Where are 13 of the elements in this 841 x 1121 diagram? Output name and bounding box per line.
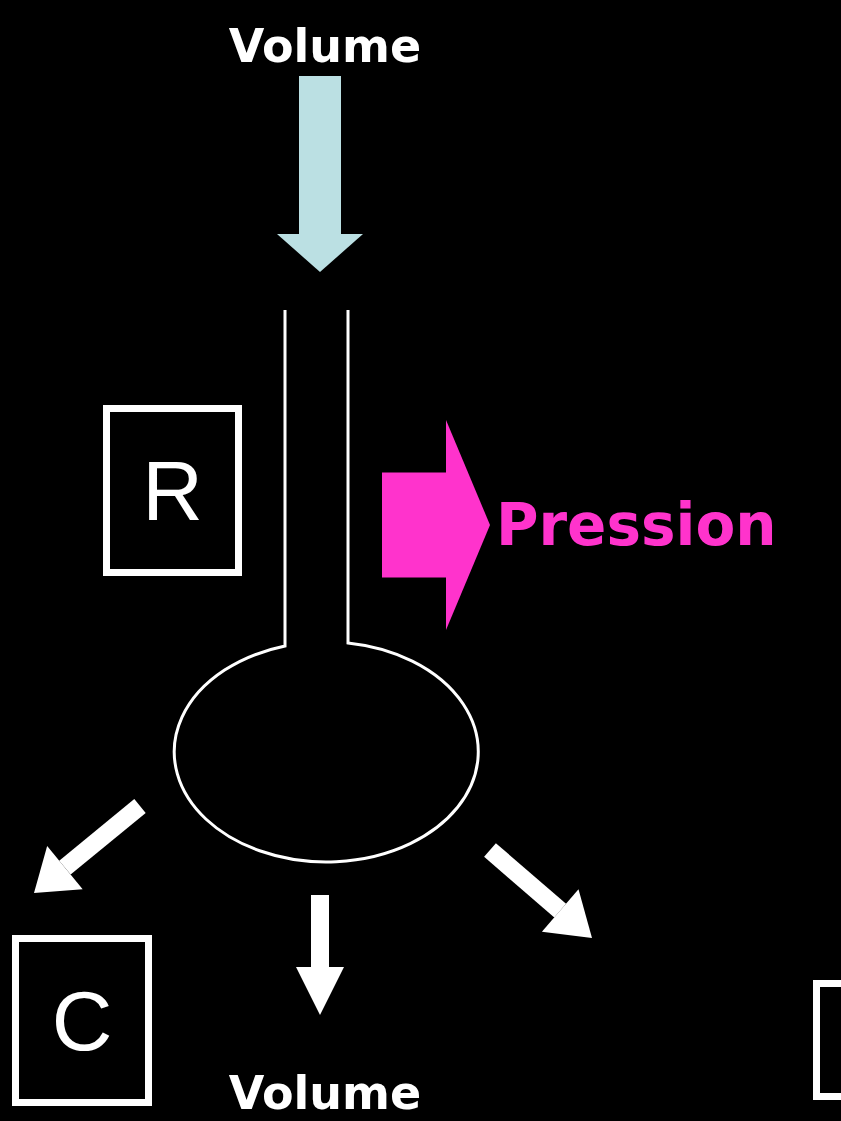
square-frame (12, 935, 152, 1106)
volume-label: Volume (228, 19, 422, 73)
arrow (34, 799, 146, 893)
arrow (484, 843, 592, 938)
arrow (296, 895, 344, 1015)
letter: R (142, 448, 203, 533)
letter: C (51, 978, 113, 1063)
arrow (382, 420, 490, 630)
pressure-label: Pression (496, 491, 777, 559)
square-frame (813, 980, 841, 1100)
volume-label: Volume (228, 1066, 422, 1120)
arrow (277, 76, 363, 272)
square-frame (103, 405, 242, 576)
